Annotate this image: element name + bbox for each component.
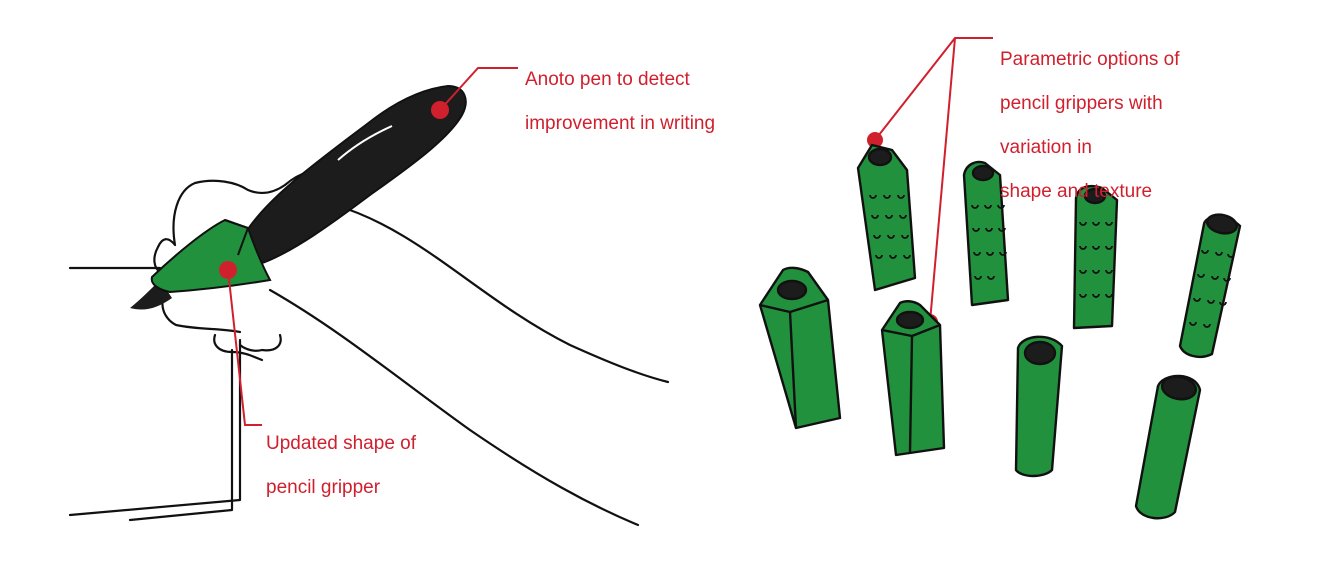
parametric-annotation-line3: variation in bbox=[1000, 137, 1092, 158]
pen-annotation: Anoto pen to detect improvement in writi… bbox=[525, 47, 715, 157]
pen-annotation-line2: improvement in writing bbox=[525, 113, 716, 134]
hand-outline bbox=[153, 169, 345, 362]
textured-gripper-icon bbox=[1072, 184, 1119, 330]
pencil-gripper-on-pen bbox=[150, 218, 272, 294]
param-marker-1 bbox=[867, 132, 883, 148]
forearm-lower bbox=[268, 288, 640, 527]
textured-gripper-icon bbox=[856, 143, 917, 292]
gripper-marker bbox=[219, 261, 237, 279]
gripper-leader bbox=[227, 269, 262, 426]
forearm-upper bbox=[333, 203, 670, 384]
table-edge-2 bbox=[128, 348, 234, 522]
gripper-annotation: Updated shape of pencil gripper bbox=[266, 411, 416, 521]
gripper-annotation-line1: Updated shape of bbox=[266, 433, 417, 454]
smooth-gripper-icon bbox=[758, 266, 842, 430]
gripper-annotation-line2: pencil gripper bbox=[266, 477, 381, 498]
pen-marker bbox=[431, 101, 449, 119]
smooth-gripper-icon bbox=[880, 300, 946, 457]
param-leader-1 bbox=[874, 37, 993, 141]
parametric-annotation-line2: pencil grippers with bbox=[1000, 93, 1163, 114]
table-edge bbox=[68, 338, 242, 517]
parametric-annotation: Parametric options of pencil grippers wi… bbox=[1000, 27, 1180, 225]
param-leader-2 bbox=[929, 37, 956, 323]
parametric-annotation-line1: Parametric options of bbox=[1000, 49, 1180, 70]
smooth-gripper-icon bbox=[1134, 374, 1202, 520]
textured-gripper-icon bbox=[1178, 213, 1242, 358]
smooth-gripper-icon bbox=[1014, 335, 1064, 478]
pen-leader bbox=[439, 67, 518, 111]
textured-gripper-icon bbox=[962, 160, 1010, 307]
pen-annotation-line1: Anoto pen to detect bbox=[525, 69, 690, 90]
parametric-annotation-line4: shape and texture bbox=[1000, 181, 1153, 202]
